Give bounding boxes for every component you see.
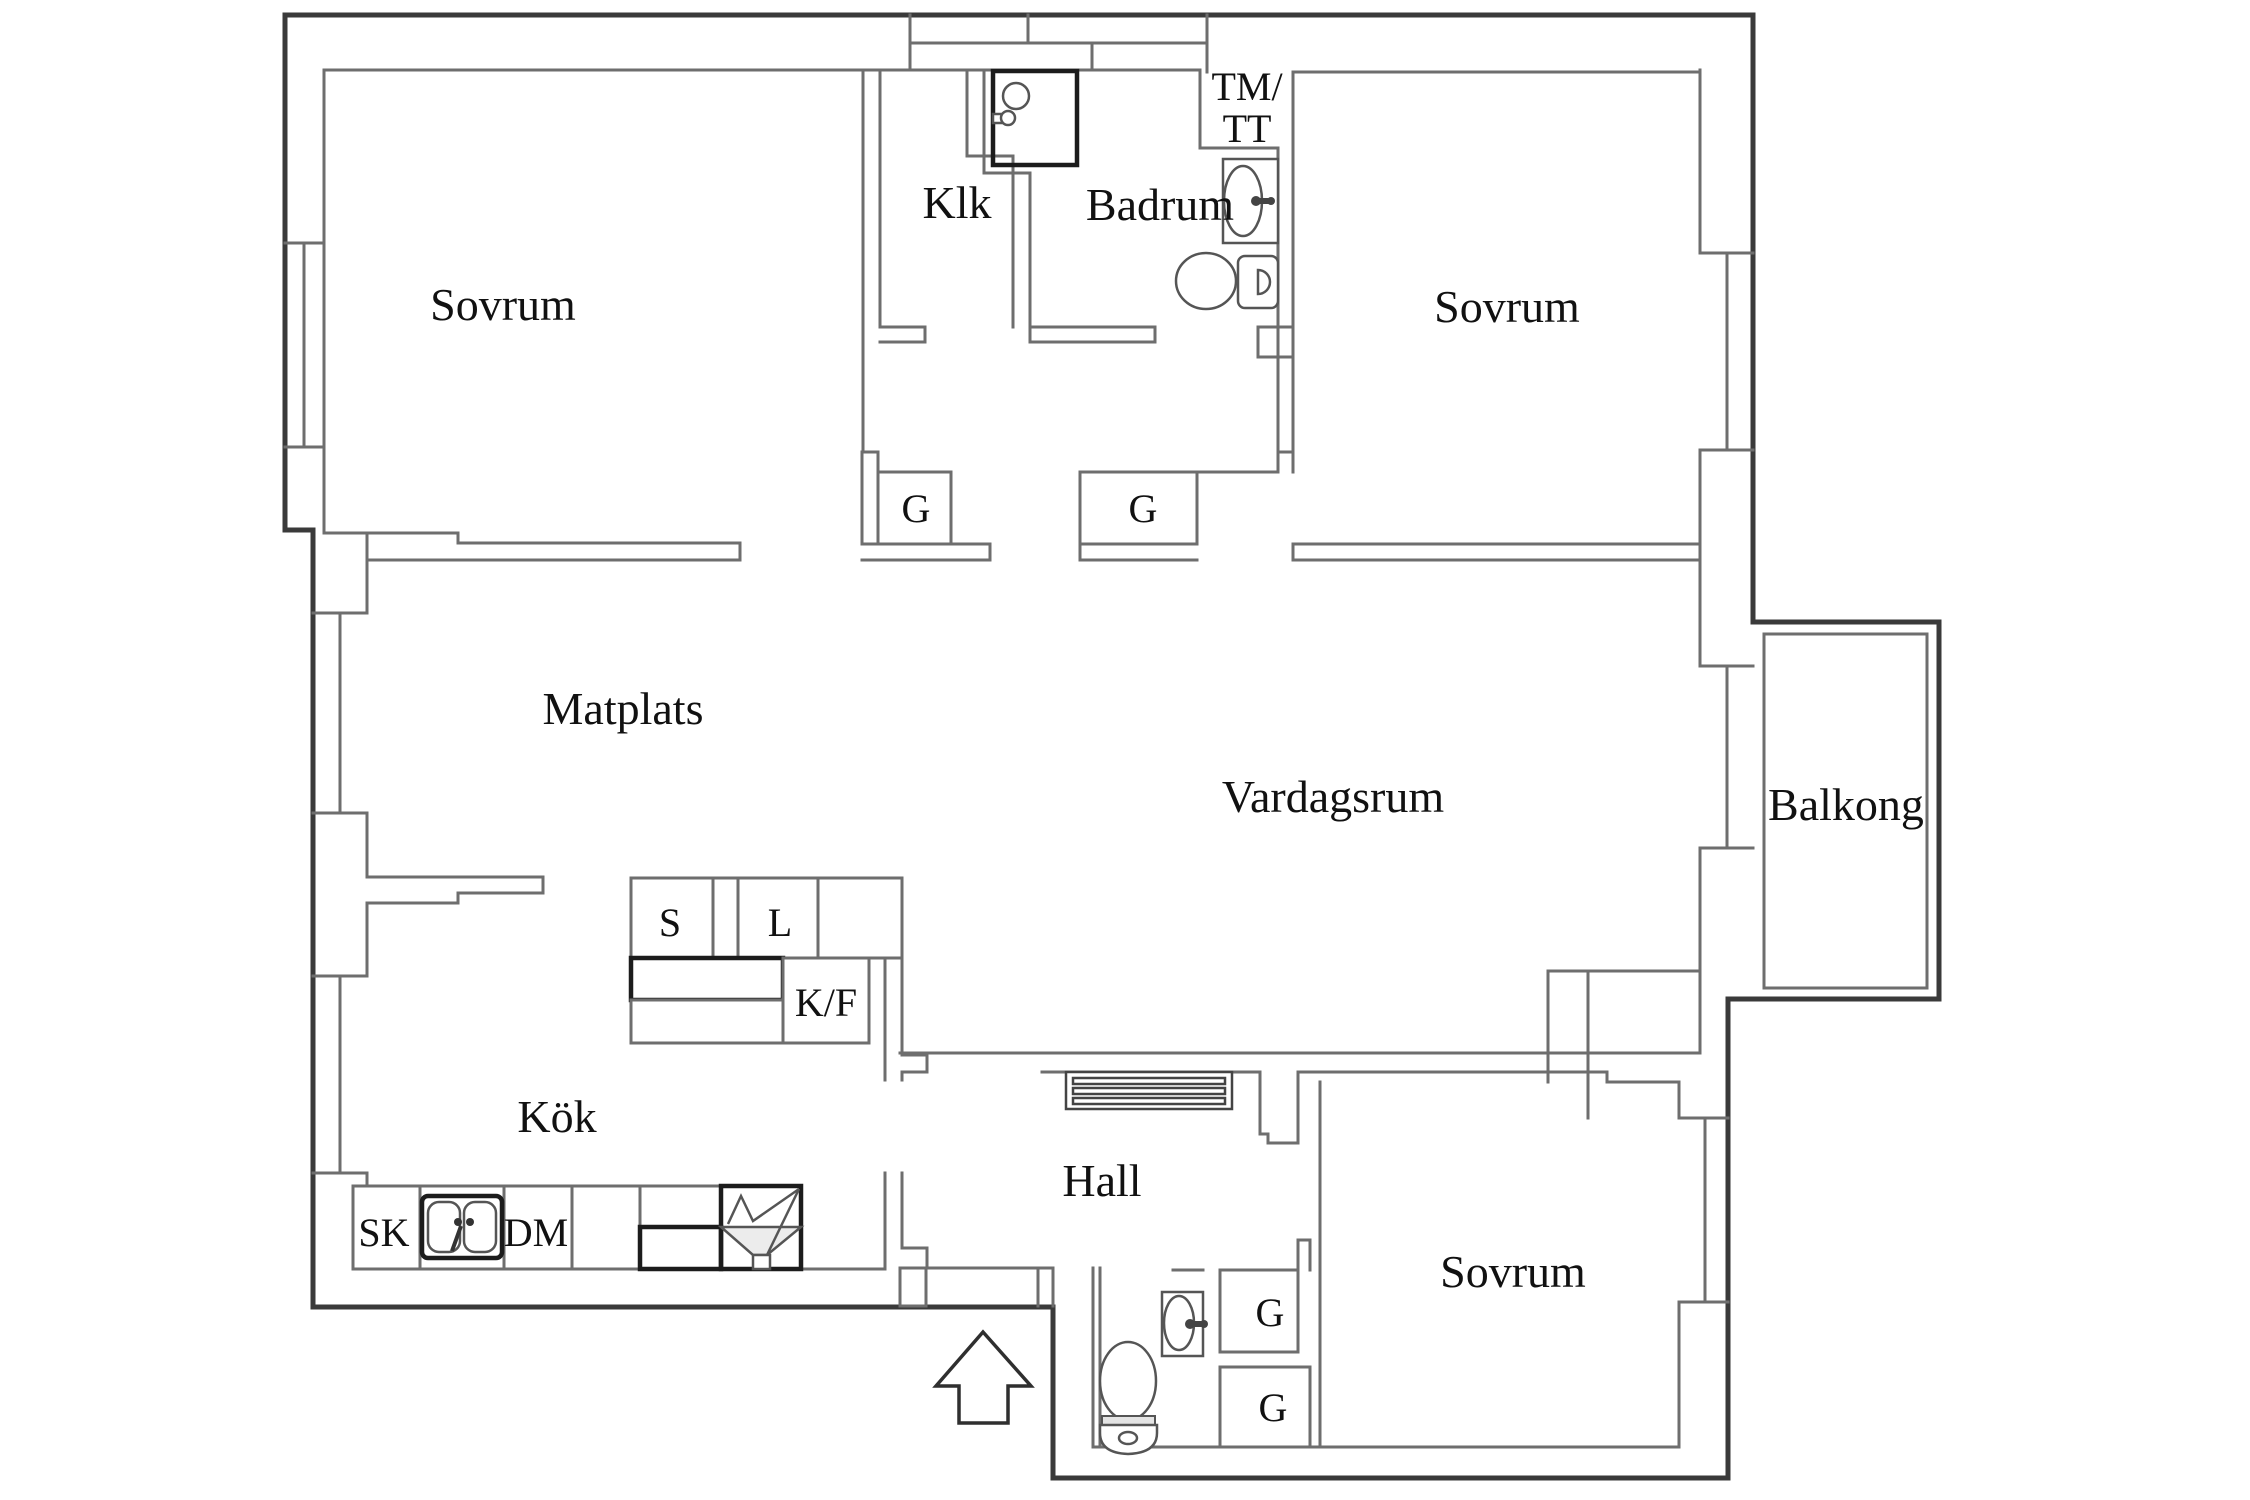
slatted-shelf-icon: [1064, 1070, 1234, 1111]
toilet-icon: [1174, 251, 1280, 311]
label-linen-cabinet: L: [768, 900, 792, 945]
room-label-bedroom-top-left: Sovrum: [430, 279, 576, 330]
kitchen-cabinet-row: [629, 876, 904, 960]
label-laundry-line1: TM/: [1211, 64, 1283, 109]
wc-toilet-icon: [1098, 1340, 1159, 1456]
balcony-railing: [1762, 632, 1929, 990]
label-cleaning-closet: SK: [358, 1210, 409, 1255]
room-label-bedroom-bottom-right: Sovrum: [1440, 1246, 1586, 1297]
label-wardrobe-3: G: [1256, 1290, 1285, 1335]
kitchen-counter-bench: [628, 955, 786, 1003]
label-pantry: S: [659, 900, 681, 945]
label-wardrobe-2: G: [1129, 486, 1158, 531]
kitchen-cabinet-dividers: [711, 876, 820, 960]
fridge-freezer-box: [781, 956, 871, 1045]
room-label-closet: Klk: [923, 177, 992, 228]
washbasin-icon: [1221, 157, 1280, 245]
wardrobe-3-box: [1218, 1268, 1300, 1354]
room-label-balcony: Balkong: [1768, 779, 1924, 830]
entry-arrow-icon: [932, 1329, 1035, 1425]
wardrobe-1-box: [876, 470, 953, 546]
label-wardrobe-4: G: [1259, 1385, 1288, 1430]
stove-fan-icon: [717, 1183, 805, 1272]
room-label-dining: Matplats: [543, 683, 704, 734]
label-laundry-line2: TT: [1223, 106, 1272, 151]
wardrobe-4-box: [1218, 1365, 1312, 1449]
label-wardrobe-1: G: [902, 486, 931, 531]
double-sink-icon: [419, 1193, 505, 1261]
room-label-kitchen: Kök: [517, 1091, 596, 1142]
wardrobe-2-box: [1078, 470, 1199, 546]
room-label-bathroom: Badrum: [1086, 179, 1234, 230]
room-label-bedroom-top-right: Sovrum: [1434, 281, 1580, 332]
entry-pillar: [898, 1266, 928, 1308]
room-label-hall: Hall: [1062, 1155, 1141, 1206]
room-label-living: Vardagsrum: [1222, 771, 1444, 822]
building-outline: [282, 12, 1942, 1481]
shower-cabin-icon: [990, 68, 1080, 168]
interior-walls: [283, 13, 1755, 1449]
label-fridge-freezer: K/F: [795, 980, 857, 1025]
label-dishwasher: DM: [504, 1210, 568, 1255]
wc-washbasin-icon: [1160, 1290, 1208, 1358]
kitchen-counter-lower: [629, 998, 785, 1045]
